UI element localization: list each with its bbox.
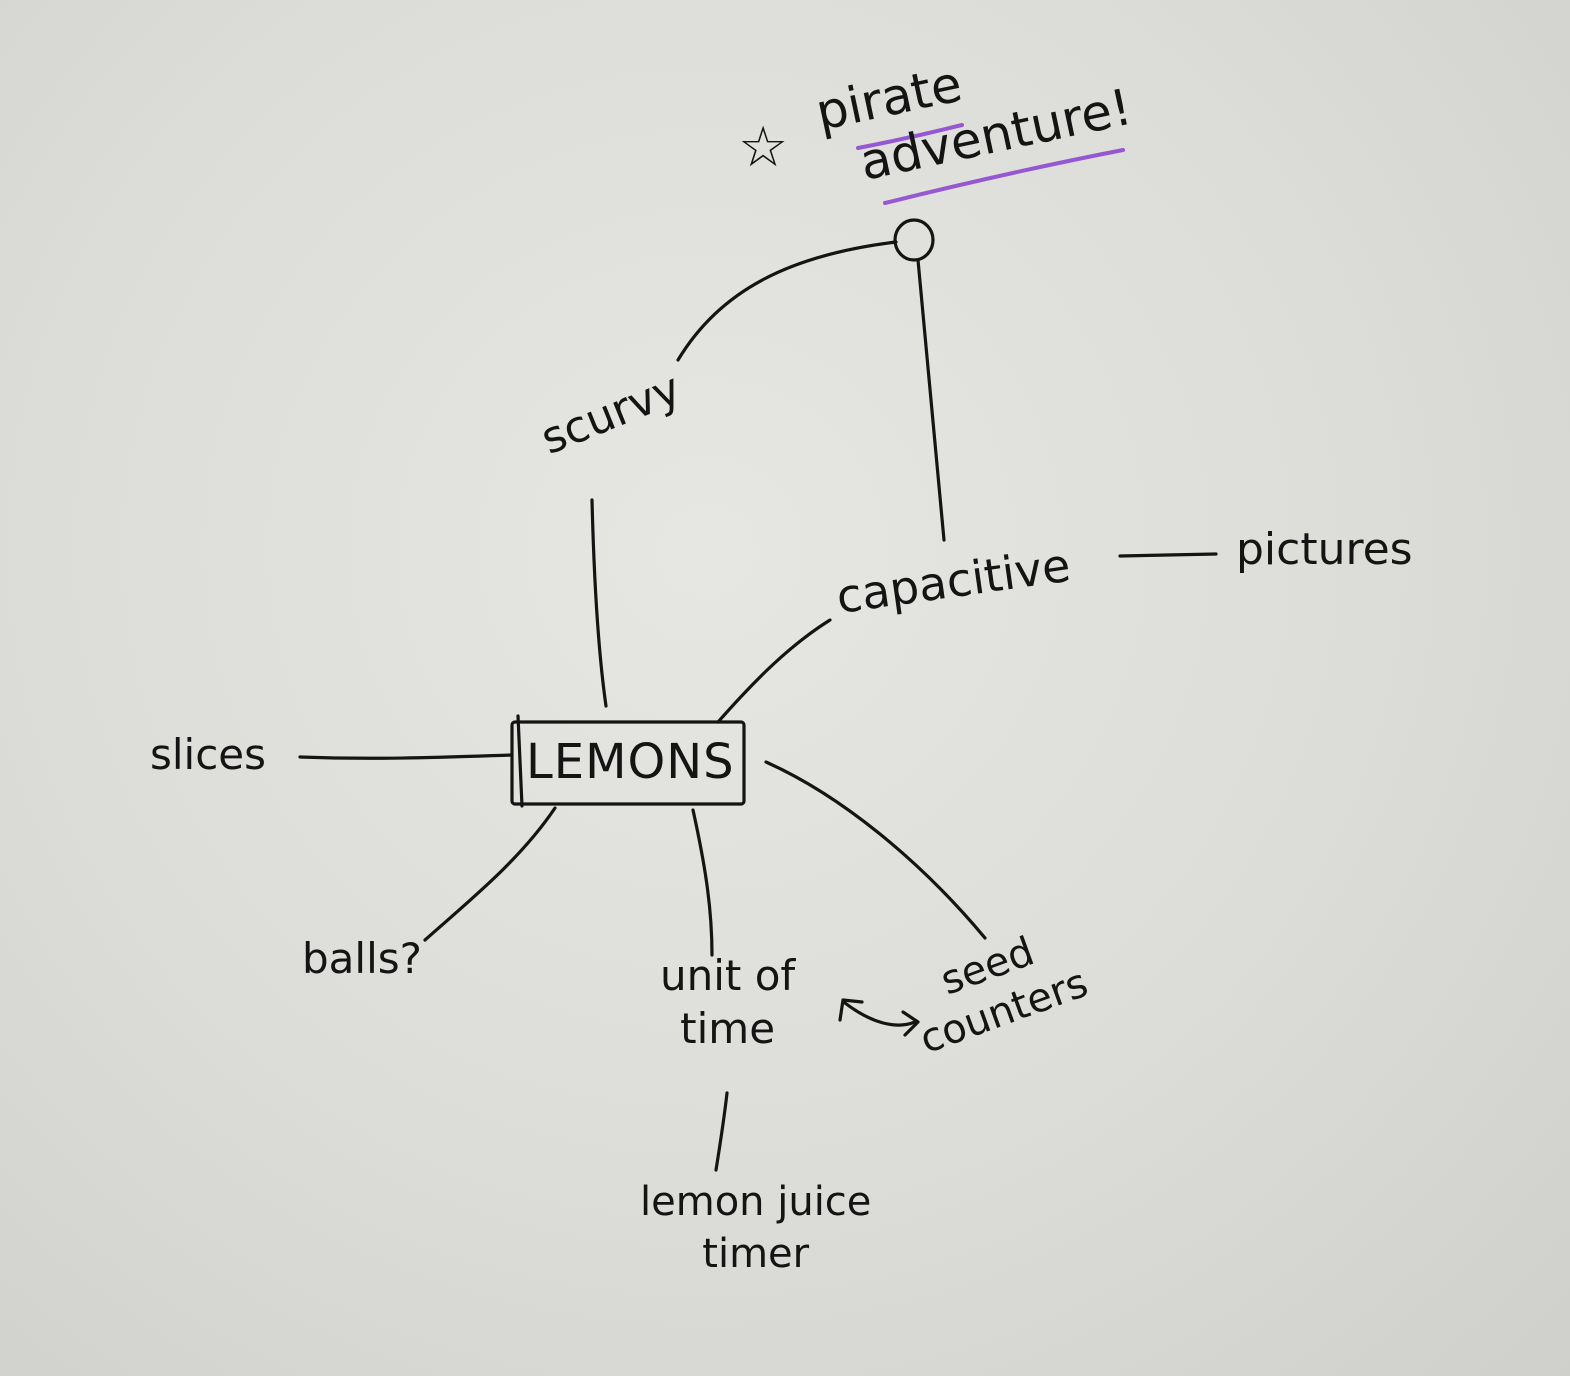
edge-center-capacitive [716, 618, 832, 724]
node-lemon-juice-timer: lemon juice timer [640, 1176, 871, 1280]
arrowhead-left [838, 998, 864, 1022]
goal-connector-knob [893, 218, 935, 262]
edge-capacitive-pictures [1118, 552, 1218, 558]
pirate-highlight [856, 123, 964, 150]
edge-goal-capacitive [916, 258, 946, 542]
edge-center-seed-counters [764, 760, 987, 940]
node-balls: balls? [302, 934, 422, 983]
edge-center-scurvy [590, 498, 608, 708]
node-slices: slices [150, 730, 267, 779]
edge-scurvy-goal [676, 240, 898, 362]
node-center-lemons: LEMONS [526, 734, 735, 790]
edge-center-unit-of-time [691, 808, 714, 957]
unit-of-time-line2: time [680, 1003, 776, 1053]
center-node-box [510, 720, 746, 806]
arrowhead-right [901, 1010, 920, 1037]
adventure-highlight [883, 148, 1125, 205]
double-arrow-unit-seed [843, 1001, 917, 1027]
node-pictures: pictures [1236, 524, 1413, 575]
center-node-box-inner-edge [516, 714, 524, 808]
edge-center-slices [298, 753, 514, 760]
edge-unit-to-juice-timer [714, 1091, 729, 1172]
goal-star-icon: ☆ [738, 115, 789, 180]
edge-center-balls [423, 806, 557, 942]
lemon-juice-timer-line1: lemon juice [640, 1179, 872, 1225]
lemon-juice-timer-line2: timer [702, 1231, 810, 1277]
node-unit-of-time: unit of time [660, 950, 795, 1055]
unit-of-time-line1: unit of [660, 951, 796, 1000]
